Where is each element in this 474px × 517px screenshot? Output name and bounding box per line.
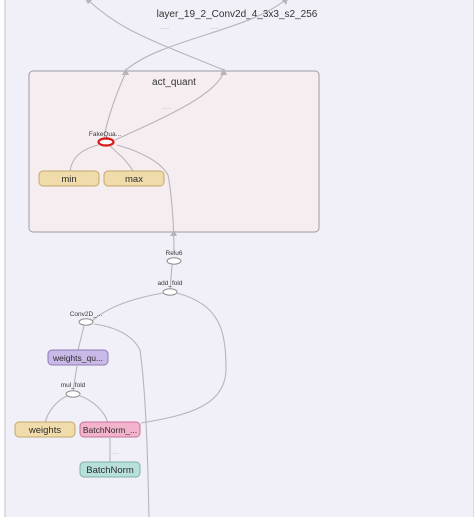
weights-node[interactable] <box>14 421 76 438</box>
edge-in-to-fakequant-2 <box>114 71 225 141</box>
edge-weights-to-mulfold <box>44 395 68 424</box>
max-label: max <box>125 174 143 185</box>
edge-bn-to-mulfold <box>79 395 109 424</box>
batchnorm-dots-label: BatchNorm_... <box>83 425 137 435</box>
conv2d-node[interactable] <box>78 318 94 326</box>
edge-conv-to-addfold <box>91 292 164 322</box>
mul-fold-label: mul_fold <box>61 382 86 389</box>
edge-top-right <box>87 0 225 71</box>
edge-min-to-fakequant <box>69 144 99 172</box>
edge-arrow <box>281 0 288 5</box>
edge-wq-to-conv2d <box>77 325 85 351</box>
min-label: min <box>61 174 76 185</box>
edge-max-to-fakequant <box>109 145 134 172</box>
fake-quant-label: FakeQua... <box>89 131 121 138</box>
edge-mulfold-to-wq <box>72 365 78 392</box>
layer-group-title: layer_19_2_Conv2d_4_3x3_s2_256 <box>157 9 318 20</box>
batchnorm-node[interactable] <box>79 461 141 478</box>
edge-addfold-to-relu6 <box>169 264 173 291</box>
max-node[interactable] <box>103 170 165 187</box>
edge-in-to-fakequant <box>103 71 127 139</box>
conv2d-label: Conv2D_... <box>70 311 103 318</box>
edge-arrow <box>85 0 92 4</box>
edge-top-left <box>125 0 286 71</box>
edge-arrow <box>170 230 177 236</box>
edge-arrow <box>122 68 129 75</box>
edge-label: ······· <box>160 26 169 31</box>
edge-bn-to-addfold <box>140 292 227 424</box>
edge-label: ······· <box>162 106 171 111</box>
batchnorm-dots-node[interactable] <box>79 421 141 438</box>
weights-quant-label: weights_qu... <box>52 353 103 363</box>
edge-arrow <box>220 68 227 75</box>
relu6-node[interactable] <box>166 257 182 265</box>
act-quant-box[interactable] <box>28 70 320 233</box>
batchnorm-label: BatchNorm <box>86 465 134 476</box>
weights-quant-node[interactable] <box>47 349 109 366</box>
relu6-label: Relu6 <box>166 250 183 257</box>
edge-label: ······· <box>210 26 219 31</box>
edge-label: ····· <box>112 451 119 456</box>
fake-quant-node[interactable] <box>97 137 115 147</box>
min-node[interactable] <box>38 170 100 187</box>
edge-input-to-conv2d <box>93 323 150 517</box>
weights-label: weights <box>28 425 61 436</box>
act-quant-title: act_quant <box>152 77 196 88</box>
add-fold-node[interactable] <box>162 288 178 296</box>
add-fold-label: add_fold <box>158 280 183 287</box>
mul-fold-node[interactable] <box>65 390 81 398</box>
